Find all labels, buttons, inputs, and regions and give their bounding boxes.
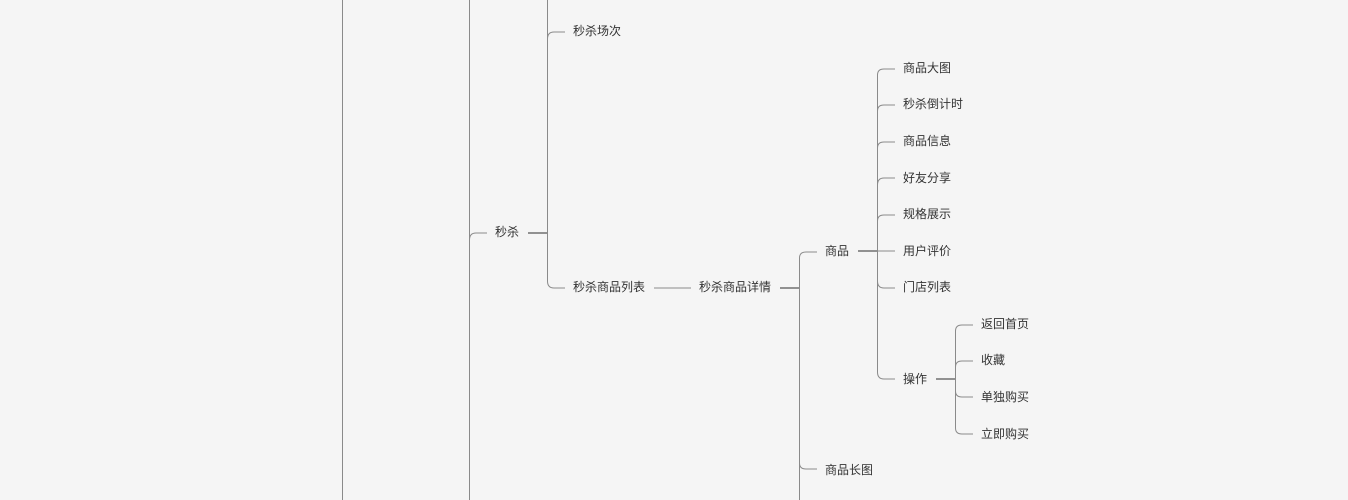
connector-fenxiang <box>877 177 895 186</box>
node-haoyou-fenxiang[interactable]: 好友分享 <box>903 171 952 185</box>
node-miaosha-changci[interactable]: 秒杀场次 <box>573 24 622 38</box>
spine-miaosha <box>547 0 565 289</box>
node-miaosha-xiangqing[interactable]: 秒杀商品详情 <box>699 280 772 294</box>
node-mendian-liebiao[interactable]: 门店列表 <box>903 280 952 294</box>
spine-shangpin <box>877 68 895 380</box>
spine-xiangqing <box>799 251 817 500</box>
node-shangpin-datu[interactable]: 商品大图 <box>903 61 952 75</box>
node-yonghu-pingjia[interactable]: 用户评价 <box>903 244 952 258</box>
connector-changci <box>547 31 565 40</box>
connector-xinxi <box>877 141 895 149</box>
node-liji-goumai[interactable]: 立即购买 <box>981 427 1030 441</box>
node-fanhui-shouye[interactable]: 返回首页 <box>981 317 1030 331</box>
node-miaosha-liebiao[interactable]: 秒杀商品列表 <box>573 280 646 294</box>
connector-changtu <box>799 462 817 470</box>
connector-daojishi <box>877 104 895 112</box>
node-shangpin-changtu[interactable]: 商品长图 <box>825 463 874 477</box>
node-dandu-goumai[interactable]: 单独购买 <box>981 390 1030 404</box>
node-miaosha-daojishi[interactable]: 秒杀倒计时 <box>903 97 964 111</box>
connector-guige <box>877 214 895 222</box>
connector-mendian <box>877 280 895 289</box>
connector-miaosha <box>469 232 487 241</box>
connector-shoucang <box>955 360 973 368</box>
spine-caozuo <box>955 324 973 435</box>
node-guige-zhanshi[interactable]: 规格展示 <box>903 207 952 221</box>
connector-dandu <box>955 390 973 398</box>
node-shangpin-xinxi[interactable]: 商品信息 <box>903 134 952 148</box>
node-caozuo[interactable]: 操作 <box>903 372 928 386</box>
node-shangpin[interactable]: 商品 <box>825 244 850 258</box>
node-shoucang[interactable]: 收藏 <box>981 353 1006 367</box>
node-miaosha[interactable]: 秒杀 <box>495 225 520 239</box>
